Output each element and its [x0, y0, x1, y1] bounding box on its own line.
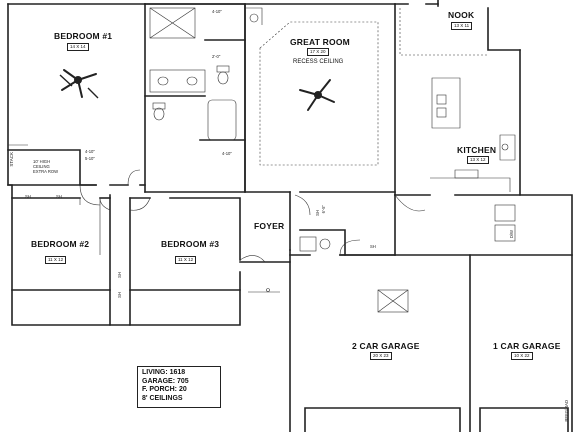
shelf-note: SH — [370, 244, 376, 249]
sink-left — [436, 94, 447, 105]
vanity-sink-2 — [186, 76, 198, 86]
vanity-sink-1 — [157, 76, 169, 86]
toilet-bowl — [217, 71, 229, 85]
bedroom3-size: 11 X 12 — [175, 256, 197, 264]
kitchen-size: 13 X 12 — [467, 156, 489, 164]
bed3-door — [129, 197, 151, 211]
bedroom2-size: 11 X 12 — [45, 256, 67, 264]
closet-door-arc — [79, 184, 101, 206]
ceiling-fan-great-room — [299, 79, 335, 111]
interior-wall — [169, 197, 241, 261]
area-summary-box: LIVING: 1618 GARAGE: 705 F. PORCH: 20 8'… — [137, 366, 221, 408]
garage-attic-stair — [377, 289, 409, 313]
tub — [207, 99, 237, 141]
shelf-label-3: SH — [117, 272, 122, 278]
garage1-label: 1 CAR GARAGE — [493, 341, 561, 351]
coat-dim: 6'-5" — [321, 205, 326, 214]
garage-area: GARAGE: 705 — [142, 377, 189, 385]
toilet-bowl-2 — [153, 107, 165, 121]
entry-door-arc — [239, 255, 266, 263]
kitchen-cooktop — [501, 143, 509, 151]
exterior-wall — [519, 49, 573, 256]
wh-circle — [319, 238, 331, 250]
range — [454, 169, 479, 179]
wic-dim-1: 4-10" — [85, 149, 95, 154]
fan-bed1-sub — [59, 74, 99, 99]
laundry-box-2 — [494, 224, 516, 242]
bedroom3-label: BEDROOM #3 — [161, 239, 220, 249]
living-area: LIVING: 1618 — [142, 369, 186, 376]
ceiling-height: 8' CEILINGS — [142, 394, 183, 402]
ceiling-note-2: CEILING — [33, 164, 50, 169]
exterior-wall — [7, 3, 241, 326]
great-room-label: GREAT ROOM — [290, 37, 350, 47]
interior-wall — [7, 149, 97, 186]
fridge-counter — [499, 134, 516, 161]
bedroom1-size: 14 X 14 — [67, 43, 89, 51]
bedroom1-label: BEDROOM #1 — [54, 31, 113, 41]
nook-bay-outline — [399, 8, 488, 56]
nook-label: NOOK — [448, 10, 475, 20]
bed1-door — [127, 169, 141, 186]
nook-size: 13 X 11 — [451, 22, 473, 30]
ceiling-note-1: 10' HIGH — [33, 159, 51, 164]
corner-sink — [249, 13, 259, 23]
recess-ceiling-outline — [259, 21, 379, 166]
shelf-label-4: SH — [117, 292, 122, 298]
ceiling-fan-bedroom1 — [61, 69, 97, 98]
dw-note: D/W — [509, 230, 514, 239]
toilet-tank-2 — [152, 102, 166, 110]
shelf-label-1: SH — [25, 194, 31, 199]
exterior-wall — [487, 7, 521, 51]
shelf-label-2: SH — [56, 194, 62, 199]
bedroom2-closet — [79, 198, 101, 255]
stack-note: STACK — [9, 152, 14, 167]
toilet-tank — [216, 65, 230, 73]
closet-dim-b: 2'-0" — [212, 54, 221, 59]
foyer-label: FOYER — [254, 221, 285, 231]
kitchen-counter — [430, 177, 511, 192]
closet-dim-c: 4-10" — [222, 151, 232, 156]
garage-wall — [304, 407, 461, 432]
shower — [149, 7, 196, 39]
shower-diag — [149, 7, 196, 39]
ceiling-note-3: EXTRA ROW — [33, 169, 59, 174]
garage1-size: 10 X 22 — [511, 352, 533, 360]
garage-wall — [469, 254, 573, 432]
great-room-note: RECESS CEILING — [293, 59, 344, 65]
sh-note: SH — [315, 210, 320, 216]
wh-box — [299, 236, 317, 252]
hall-door-arc — [294, 194, 311, 216]
kitchen-label: KITCHEN — [457, 145, 497, 155]
laundry-box-1 — [494, 204, 516, 222]
porch-area: F. PORCH: 20 — [142, 386, 187, 393]
wic-dim-2: 5-10" — [85, 156, 95, 161]
exterior-wall — [394, 0, 439, 5]
kitchen-door — [394, 194, 426, 212]
kitchen-island — [431, 77, 461, 129]
great-room-size: 17 X 20 — [307, 48, 329, 56]
garage2-size: 20 X 23 — [370, 352, 392, 360]
sink-right — [436, 107, 447, 118]
closet-dim-a: 4-10" — [212, 9, 222, 14]
garage-door — [339, 239, 361, 256]
bedroom2-label: BEDROOM #2 — [31, 239, 90, 249]
bed2-door — [99, 197, 111, 211]
vanity — [149, 69, 206, 93]
garage-wall — [479, 407, 569, 432]
garage2-label: 2 CAR GARAGE — [352, 341, 420, 351]
attic-x — [377, 289, 409, 313]
corner-fixture — [245, 7, 263, 25]
garage-dot — [266, 288, 270, 292]
interior-wall — [299, 229, 346, 256]
refg-note: REFG/RAD — [564, 400, 569, 422]
